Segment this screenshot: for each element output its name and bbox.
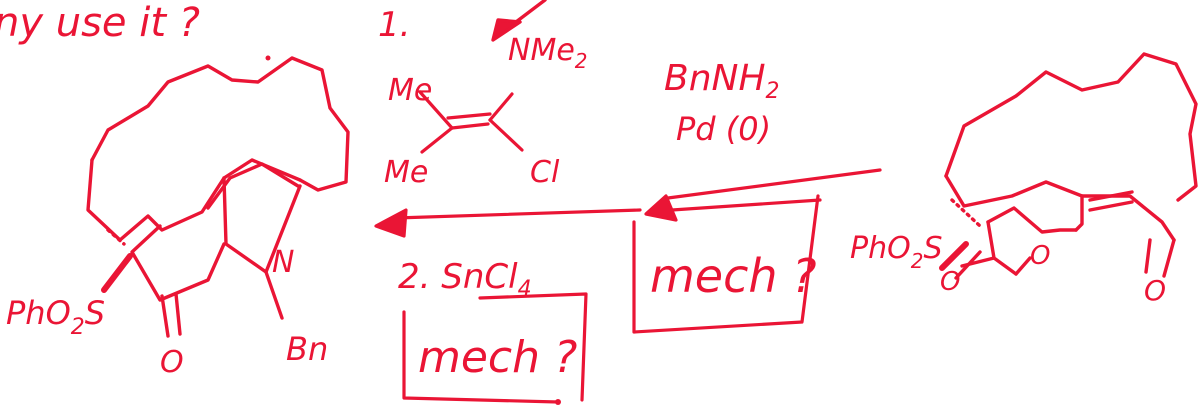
product-carbonyl-oxygen: O	[160, 345, 184, 380]
mech-box-right-frame	[632, 194, 822, 334]
reagent-me-top: Me	[388, 73, 432, 108]
ynamine-skeleton	[418, 90, 524, 154]
product-sulfone: PhO2S	[6, 294, 105, 340]
header-fragment: ny use it ?	[0, 0, 200, 46]
start-ketone-oxygen: O	[1144, 274, 1166, 307]
reaction-arrows	[374, 168, 882, 238]
start-sulfone: PhO2S	[850, 231, 943, 273]
start-lactone-oxygen-ring: O	[1030, 241, 1050, 271]
product-benzyl: Bn	[286, 330, 328, 368]
reagent-me-bottom: Me	[384, 155, 428, 190]
starting-material-structure	[939, 52, 1198, 280]
product-structure	[86, 56, 350, 338]
top-arrowhead	[491, 0, 547, 42]
palladium-catalyst: Pd (0)	[676, 110, 771, 148]
reagent-nme2: NMe2	[508, 33, 588, 73]
ink-dot	[265, 55, 271, 61]
mech-box-left-label: mech ?	[418, 332, 577, 383]
mech-box-right-label: mech ?	[650, 249, 817, 303]
reagent-cl: Cl	[530, 155, 560, 190]
product-nitrogen: N	[272, 245, 294, 280]
ink-dot	[555, 399, 561, 405]
amine-reagent: BnNH2	[664, 58, 780, 104]
start-lactone-oxygen-left: O	[940, 267, 960, 297]
mech-box-left-frame	[402, 292, 588, 404]
step-1-number: 1.	[378, 5, 410, 45]
